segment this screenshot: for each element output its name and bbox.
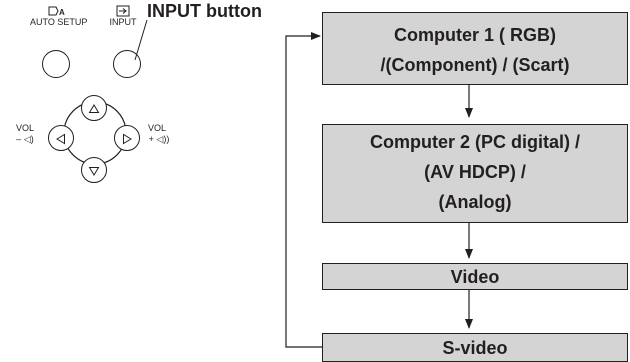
vol-plus-symbol: + ◁)): [148, 134, 170, 144]
computer-2-box: Computer 2 (PC digital) / (AV HDCP) / (A…: [322, 124, 628, 223]
up-button[interactable]: [81, 95, 107, 121]
vol-minus-label: VOL: [15, 123, 34, 133]
right-arrow-icon: [121, 132, 133, 150]
input-label: INPUT: [109, 17, 137, 27]
box-line: /(Component) / (Scart): [380, 55, 570, 75]
left-button[interactable]: [48, 125, 74, 151]
down-button[interactable]: [81, 157, 107, 183]
computer-1-box: Computer 1 ( RGB) /(Component) / (Scart): [322, 12, 628, 85]
box-line: Computer 1 ( RGB): [394, 25, 556, 45]
left-arrow-icon: [55, 132, 67, 150]
svg-text:A: A: [59, 8, 65, 17]
right-button[interactable]: [114, 125, 140, 151]
box-line: S-video: [442, 338, 508, 358]
s-video-box: S-video: [322, 333, 628, 362]
loop-arrow: [285, 32, 322, 348]
up-arrow-icon: [88, 102, 100, 120]
auto-setup-label: AUTO SETUP: [30, 17, 88, 27]
vol-minus-symbol: – ◁): [16, 134, 34, 144]
box-line: (AV HDCP) /: [424, 162, 526, 182]
box-line: (Analog): [438, 192, 512, 212]
input-button-callout: INPUT button: [147, 1, 262, 21]
auto-setup-button[interactable]: [42, 50, 70, 78]
callout-pointer: [134, 19, 148, 61]
video-box: Video: [322, 263, 628, 290]
box-line: Computer 2 (PC digital) /: [369, 132, 580, 152]
down-arrow-icon: [88, 164, 100, 182]
box-line: Video: [450, 267, 500, 287]
vol-plus-label: VOL: [147, 123, 166, 133]
input-icon: [116, 4, 130, 17]
auto-setup-icon: A: [47, 4, 67, 17]
